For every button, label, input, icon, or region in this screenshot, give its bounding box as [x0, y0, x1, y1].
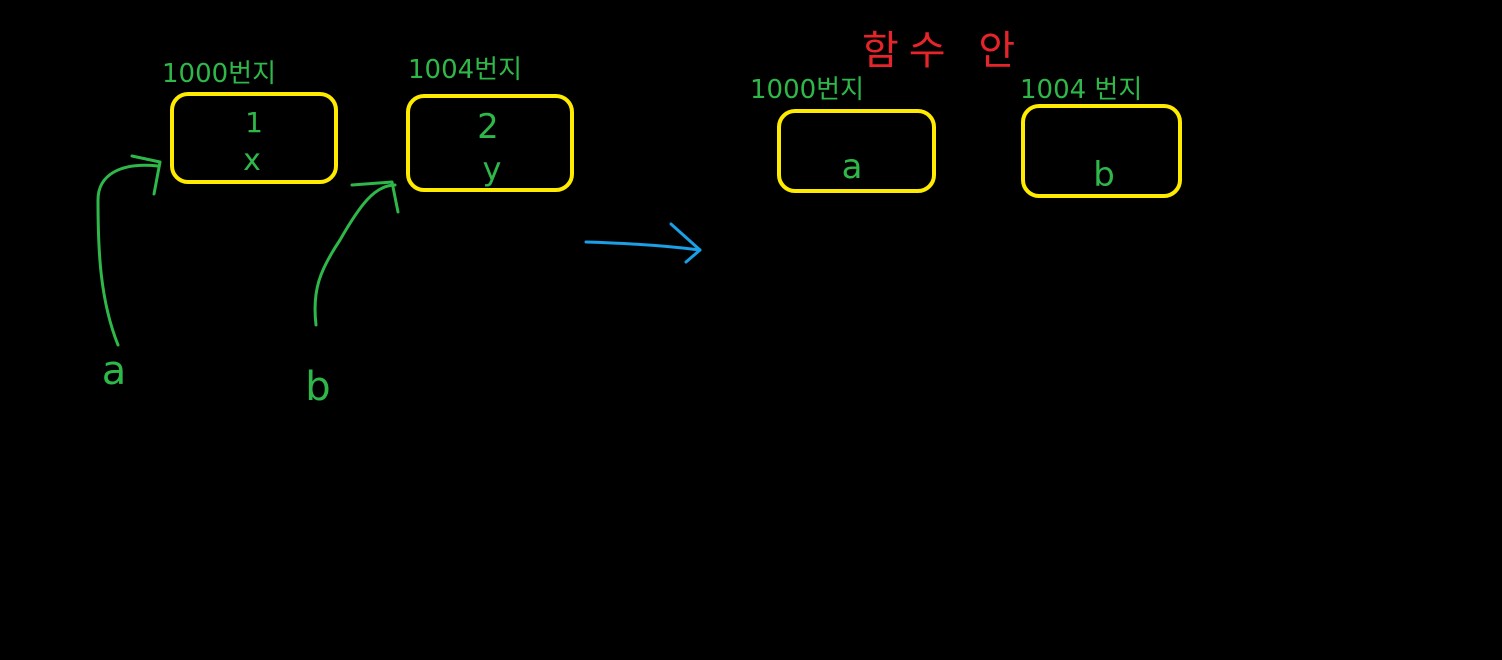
value-label-y: 2 [477, 107, 499, 147]
value-label-x: 1 [245, 106, 263, 139]
memory-box-x [170, 92, 338, 184]
left-group: 1000번지 1 x 1004번지 2 y a b [96, 55, 574, 410]
right-group: 함수 안 1000번지 a 1004 번지 b [750, 28, 1182, 198]
memory-box-b [1021, 104, 1182, 198]
transition-arrow [584, 222, 702, 264]
pointer-arrowhead-b [350, 180, 400, 214]
address-label-b: 1004 번지 [1020, 75, 1142, 105]
pointer-arrowhead-a [130, 154, 162, 196]
memory-box-a [777, 109, 936, 193]
variable-name-y: y [483, 150, 502, 188]
address-label-x: 1000번지 [162, 59, 276, 89]
pointer-label-a: a [102, 348, 127, 394]
variable-name-b: b [1093, 155, 1115, 195]
address-label-y: 1004번지 [408, 55, 522, 85]
pointer-arrow-a [96, 163, 160, 347]
pointer-arrow-b [313, 183, 397, 327]
memory-box-y [406, 94, 574, 192]
address-label-a: 1000번지 [750, 75, 864, 105]
variable-name-x: x [243, 143, 261, 178]
variable-name-a: a [842, 147, 863, 187]
transition-arrow-shaft [584, 240, 702, 252]
transition-arrowhead [669, 222, 702, 264]
pointer-label-b: b [305, 364, 330, 410]
function-scope-title: 함수 안 [862, 28, 1025, 74]
